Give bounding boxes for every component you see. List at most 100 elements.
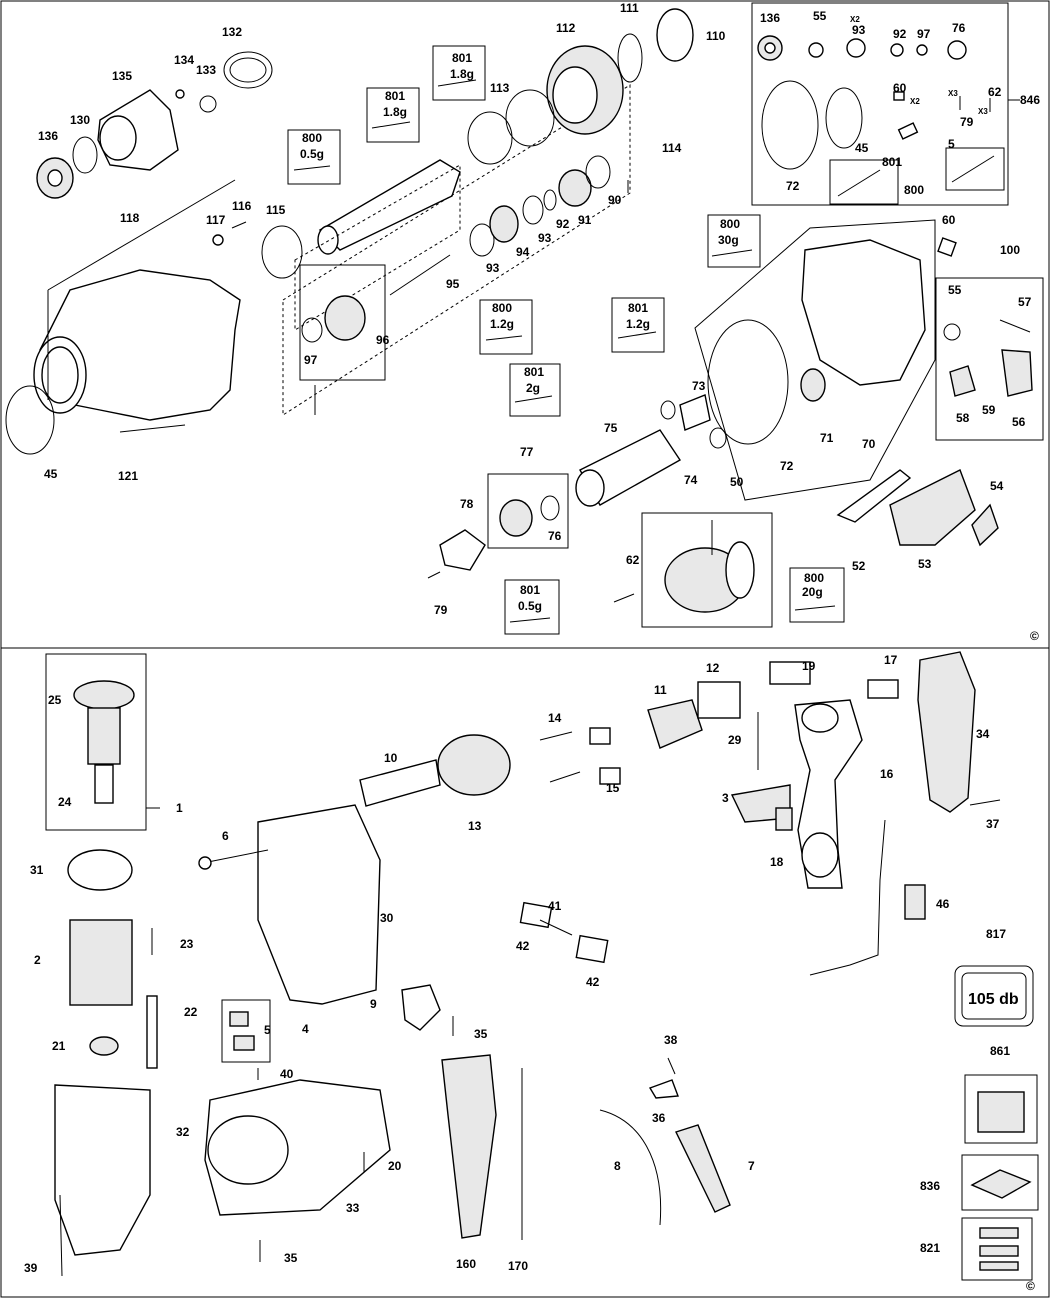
kit-part-label-10: 62 — [988, 85, 1002, 99]
upper-part-label-19: 116 — [232, 199, 252, 213]
cord-8 — [599, 1109, 662, 1226]
upper-part-label-5: 133 — [196, 63, 216, 77]
upper-part-label-12: 1.8g — [383, 105, 407, 119]
kit-part-label-7: 60 — [893, 81, 907, 95]
lower-part-label-36: 46 — [936, 897, 950, 911]
upper-part-label-2: 112 — [556, 21, 576, 35]
lower-part-label-20: 23 — [180, 937, 194, 951]
upper-part-label-61: 59 — [982, 403, 996, 417]
kit-part-label-11: X3 — [978, 107, 988, 116]
lower-part-label-24: 9 — [370, 997, 377, 1011]
upper-part-label-43: 76 — [548, 529, 562, 543]
upper-part-label-57: 100 — [1000, 243, 1020, 257]
upper-part-label-1: 110 — [706, 29, 726, 43]
kit-part-label-18: 800 — [904, 183, 924, 197]
stator-2 — [69, 919, 133, 1006]
kit-part-label-12: 79 — [960, 115, 974, 129]
motor-housing-32 — [54, 1084, 151, 1256]
lower-part-label-34: 8 — [614, 1159, 621, 1173]
gear-assembly-box-50 — [641, 512, 773, 628]
o-ring-45 — [5, 385, 55, 455]
kit-part-label-9: X3 — [948, 89, 958, 98]
lower-part-label-41: 20 — [388, 1159, 402, 1173]
upper-part-label-4: 134 — [174, 53, 194, 67]
side-cover-34 — [917, 651, 976, 813]
upper-part-label-31: 121 — [118, 469, 138, 483]
upper-part-label-17: 118 — [120, 211, 140, 225]
upper-part-label-9: 801 — [452, 51, 472, 65]
upper-part-label-34: 801 — [628, 301, 648, 315]
kit-part-label-17: 801 — [882, 155, 902, 169]
kit-part-label-16: 72 — [786, 179, 800, 193]
lower-part-label-4: 13 — [468, 819, 482, 833]
lower-part-label-5: 14 — [548, 711, 562, 725]
kit-ring-72 — [761, 80, 819, 170]
lower-section: 105 db — [45, 651, 1039, 1281]
upper-part-label-45: 801 — [520, 583, 540, 597]
upper-part-label-55: 71 — [820, 431, 834, 445]
detail-box-77 — [487, 473, 569, 549]
lower-part-label-30: 42 — [516, 939, 530, 953]
upper-part-label-29: 90 — [608, 193, 622, 207]
lower-part-label-33: 36 — [652, 1111, 666, 1125]
upper-part-label-59: 57 — [1018, 295, 1032, 309]
upper-part-label-50: 20g — [802, 585, 823, 599]
lower-part-label-21: 2 — [34, 953, 41, 967]
cord-guard-7 — [675, 1124, 731, 1213]
side-handle-160 — [441, 1054, 497, 1239]
upper-part-label-32: 800 — [492, 301, 512, 315]
lower-part-label-23: 21 — [52, 1039, 66, 1053]
upper-part-label-60: 58 — [956, 411, 970, 425]
upper-part-label-64: 53 — [918, 557, 932, 571]
lower-part-label-2: 1 — [176, 801, 183, 815]
upper-part-label-10: 1.8g — [450, 67, 474, 81]
upper-part-label-48: 62 — [626, 553, 640, 567]
lower-part-label-15: 34 — [976, 727, 990, 741]
upper-part-label-65: 54 — [990, 479, 1004, 493]
lower-part-label-3: 10 — [384, 751, 398, 765]
lower-part-label-45: 160 — [456, 1257, 476, 1271]
o-ring-72 — [707, 319, 789, 445]
lower-part-label-26: 5 — [264, 1023, 271, 1037]
upper-part-label-37: 2g — [526, 381, 540, 395]
lower-part-label-46: 170 — [508, 1259, 528, 1273]
lower-part-label-6: 15 — [606, 781, 620, 795]
upper-part-label-3: 132 — [222, 25, 242, 39]
case-insert-836 — [961, 1154, 1039, 1211]
upper-part-label-38: 75 — [604, 421, 618, 435]
upper-part-label-14: 114 — [662, 141, 682, 155]
lower-part-label-35: 7 — [748, 1159, 755, 1173]
cable-46 — [809, 819, 886, 976]
grease-callout-800-20g — [789, 567, 845, 623]
upper-part-label-0: 111 — [620, 1, 639, 15]
lower-part-label-48: 821 — [920, 1241, 940, 1255]
upper-part-label-41: 77 — [520, 445, 534, 459]
lower-part-label-11: 29 — [728, 733, 742, 747]
upper-part-label-16: 0.5g — [300, 147, 324, 161]
upper-part-label-46: 0.5g — [518, 599, 542, 613]
lower-part-label-17: 6 — [222, 829, 229, 843]
upper-part-label-52: 30g — [718, 233, 739, 247]
grease-callout-801-1.2g — [611, 297, 665, 353]
detail-box-100 — [935, 277, 1044, 441]
grease-callout-801-1.8g-b — [432, 45, 486, 101]
upper-part-label-42: 78 — [460, 497, 474, 511]
upper-part-label-27: 92 — [556, 217, 570, 231]
kit-part-label-1: 55 — [813, 9, 827, 23]
spring-plate-52 — [836, 469, 912, 523]
kit-part-label-4: 92 — [893, 27, 907, 41]
copyright-mark-lower: © — [1026, 1279, 1035, 1293]
lower-part-label-39: 861 — [990, 1044, 1010, 1058]
upper-part-label-39: 73 — [692, 379, 706, 393]
lower-part-label-37: 817 — [986, 927, 1006, 941]
lower-part-label-29: 41 — [548, 899, 562, 913]
lower-part-label-25: 35 — [474, 1027, 488, 1041]
lower-part-label-31: 42 — [586, 975, 600, 989]
detail-box-96 — [299, 264, 386, 381]
armature-box-1 — [45, 653, 147, 831]
lower-part-label-7: 11 — [654, 683, 667, 697]
upper-part-label-47: 50 — [730, 475, 744, 489]
upper-part-label-63: 52 — [852, 559, 866, 573]
